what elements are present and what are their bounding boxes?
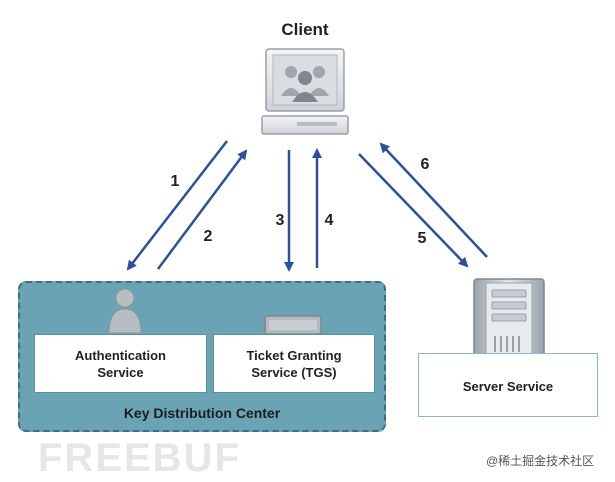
arrow-5-line	[358, 153, 469, 268]
arrow-1-label: 1	[170, 173, 180, 190]
user-icon	[108, 288, 142, 333]
arrow-2-label: 2	[203, 228, 213, 245]
kdc-label: Key Distribution Center	[123, 405, 281, 421]
server-service-label: Server Service	[462, 379, 554, 394]
server-tower-icon	[473, 278, 545, 364]
ticket-icon	[264, 315, 322, 335]
arrow-1-line	[126, 140, 228, 271]
authentication-service-label-line2: Service	[97, 365, 144, 380]
tgs-label-line1: Ticket Granting	[246, 348, 342, 363]
watermark: FREEBUF	[38, 436, 241, 480]
tgs-label-line2: Service (TGS)	[251, 365, 337, 380]
authentication-service-label-line1: Authentication	[75, 348, 166, 363]
client-label: Client	[281, 20, 329, 39]
credit-text: @稀土掘金技术社区	[486, 454, 595, 468]
arrow-5-label: 5	[417, 230, 427, 247]
arrow-6-line	[379, 142, 488, 258]
ticket-granting-service-box: Ticket Granting Service (TGS)	[213, 334, 375, 393]
arrow-3-label: 3	[275, 212, 285, 229]
key-distribution-center: Authentication Service Ticket Granting S…	[18, 281, 386, 432]
authentication-service-box: Authentication Service	[34, 334, 207, 393]
arrow-2-line	[156, 149, 248, 270]
client-computer-icon	[261, 48, 349, 135]
arrow-6-label: 6	[420, 156, 430, 173]
server-service-box: Server Service	[418, 353, 598, 417]
arrow-4-label: 4	[324, 212, 334, 229]
